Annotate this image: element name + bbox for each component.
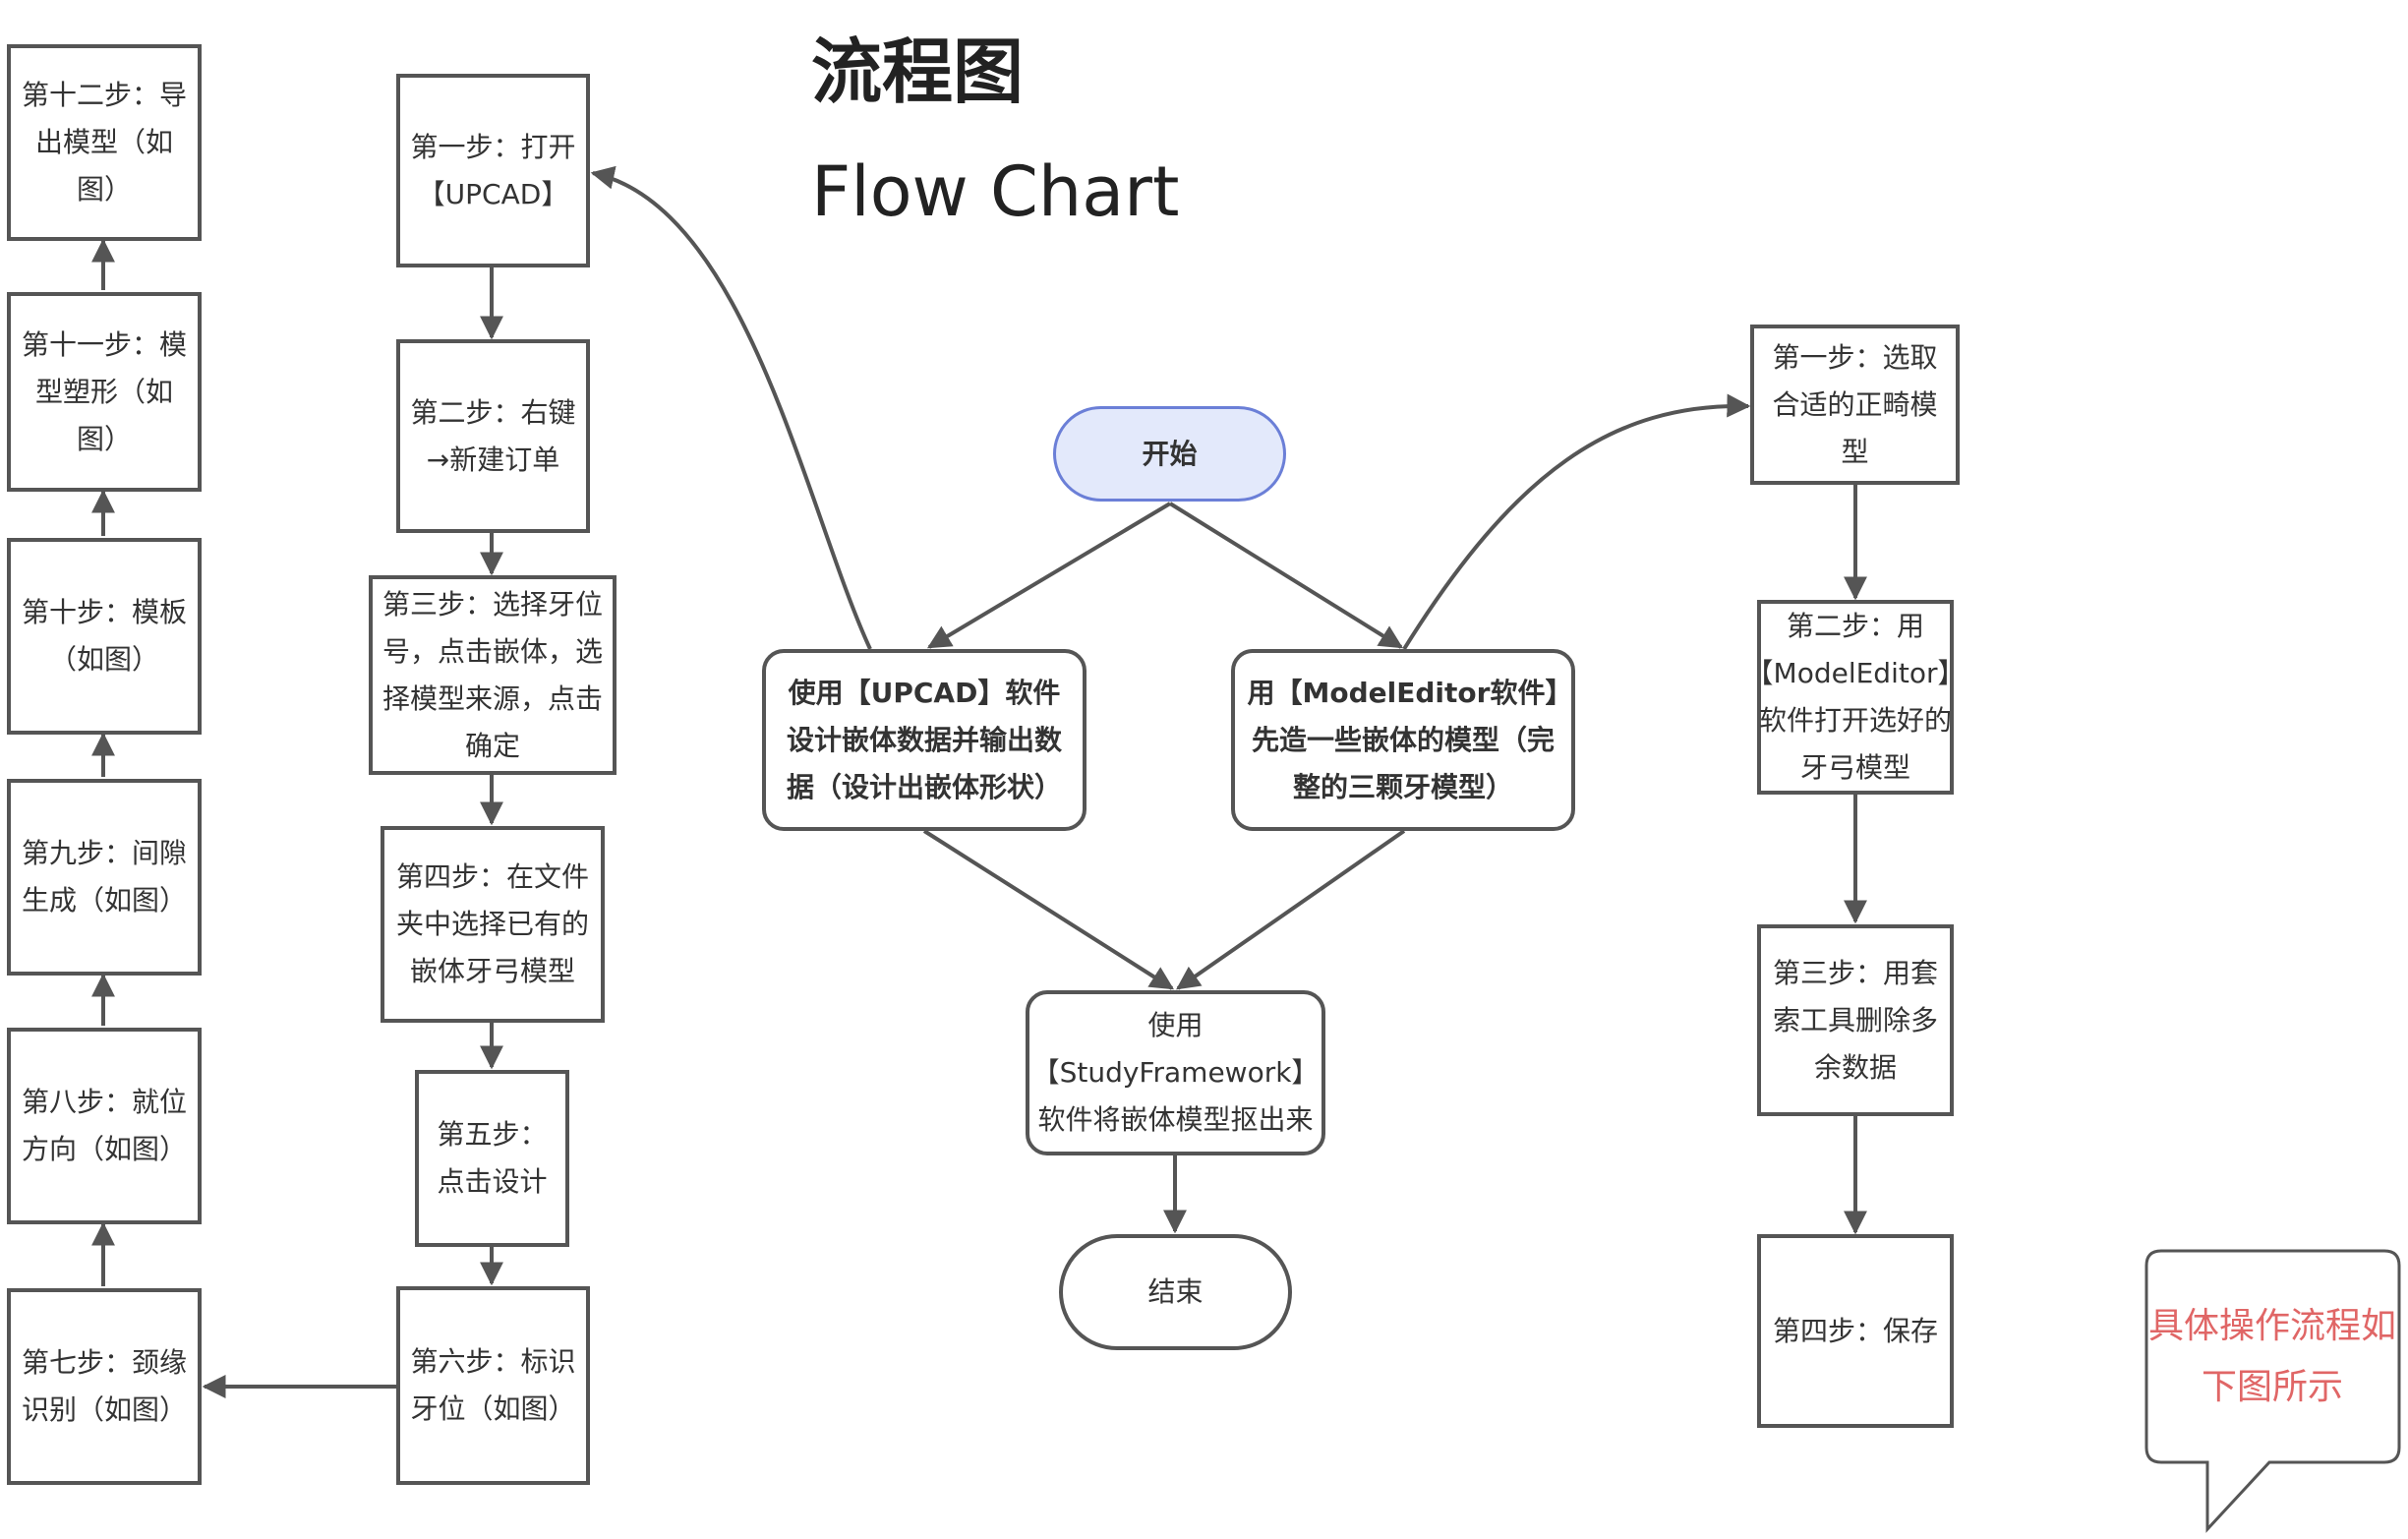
studyframework-node[interactable]: 使用【StudyFramework】软件将嵌体模型抠出来 <box>1026 990 1325 1155</box>
page-subtitle: Flow Chart <box>811 151 1180 232</box>
start-node[interactable]: 开始 <box>1053 406 1286 502</box>
me-step-2-label: 第二步：用【ModelEditor】软件打开选好的牙弓模型 <box>1745 610 1966 784</box>
upcad-step-8[interactable]: 第八步：就位方向（如图） <box>7 1028 202 1224</box>
upcad-step-9[interactable]: 第九步：间隙生成（如图） <box>7 779 202 976</box>
modeleditor-make-label: 用【ModelEditor软件】先造一些嵌体的模型（完整的三颗牙模型） <box>1247 676 1559 803</box>
upcad-step-12-label: 第十二步：导出模型（如图） <box>21 79 187 206</box>
upcad-step-4-label: 第四步：在文件夹中选择已有的嵌体牙弓模型 <box>395 860 589 987</box>
me-step-4-label: 第四步：保存 <box>1772 1314 1938 1347</box>
start-label: 开始 <box>1142 437 1198 470</box>
upcad-design-node[interactable]: 使用【UPCAD】软件设计嵌体数据并输出数据（设计出嵌体形状） <box>762 649 1087 831</box>
callout-note: 具体操作流程如下图所示 <box>2147 1306 2396 1407</box>
upcad-step-11-label: 第十一步：模型塑形（如图） <box>21 327 187 455</box>
studyframework-label: 使用【StudyFramework】软件将嵌体模型抠出来 <box>1031 1009 1320 1136</box>
edge-upcad-to-step1 <box>590 165 872 650</box>
upcad-step-12[interactable]: 第十二步：导出模型（如图） <box>7 44 202 241</box>
me-step-2[interactable]: 第二步：用【ModelEditor】软件打开选好的牙弓模型 <box>1746 600 1965 795</box>
upcad-step-9-label: 第九步：间隙生成（如图） <box>21 837 187 917</box>
upcad-step-1-label: 第一步：打开【UPCAD】 <box>410 130 576 210</box>
upcad-step-3-label: 第三步：选择牙位号，点击嵌体，选择模型来源，点击确定 <box>382 587 604 762</box>
edge-upcad-studyframework <box>922 829 1175 990</box>
upcad-step-5-label: 第五步：点击设计 <box>437 1118 548 1198</box>
upcad-step-10[interactable]: 第十步：模板（如图） <box>7 538 202 735</box>
upcad-step-5[interactable]: 第五步：点击设计 <box>415 1070 569 1247</box>
page-title: 流程图 <box>811 30 1025 113</box>
upcad-step-3[interactable]: 第三步：选择牙位号，点击嵌体，选择模型来源，点击确定 <box>369 575 617 775</box>
upcad-step-4[interactable]: 第四步：在文件夹中选择已有的嵌体牙弓模型 <box>381 826 605 1023</box>
upcad-step-1[interactable]: 第一步：打开【UPCAD】 <box>396 74 590 267</box>
modeleditor-make-node[interactable]: 用【ModelEditor软件】先造一些嵌体的模型（完整的三颗牙模型） <box>1231 649 1575 831</box>
me-step-3[interactable]: 第三步：用套索工具删除多余数据 <box>1757 924 1954 1116</box>
upcad-step-2-label: 第二步：右键→新建订单 <box>410 395 576 476</box>
edge-start-modeleditor <box>1168 502 1404 649</box>
upcad-step-6-label: 第六步：标识牙位（如图） <box>410 1345 576 1425</box>
me-step-3-label: 第三步：用套索工具删除多余数据 <box>1772 956 1938 1084</box>
end-node[interactable]: 结束 <box>1059 1234 1292 1350</box>
edge-modeleditor-studyframework <box>1176 829 1406 990</box>
upcad-step-7[interactable]: 第七步：颈缘识别（如图） <box>7 1288 202 1485</box>
end-label: 结束 <box>1147 1275 1204 1308</box>
me-step-1[interactable]: 第一步：选取合适的正畸模型 <box>1750 325 1960 485</box>
upcad-step-2[interactable]: 第二步：右键→新建订单 <box>396 339 590 533</box>
upcad-step-8-label: 第八步：就位方向（如图） <box>21 1086 187 1165</box>
me-step-4[interactable]: 第四步：保存 <box>1757 1234 1954 1428</box>
upcad-step-11[interactable]: 第十一步：模型塑形（如图） <box>7 292 202 492</box>
edge-start-upcad <box>926 502 1172 649</box>
me-step-1-label: 第一步：选取合适的正畸模型 <box>1772 340 1938 468</box>
edge-modeleditor-to-me-step1 <box>1402 393 1751 651</box>
upcad-design-label: 使用【UPCAD】软件设计嵌体数据并输出数据（设计出嵌体形状） <box>786 676 1062 803</box>
upcad-step-6[interactable]: 第六步：标识牙位（如图） <box>396 1286 590 1485</box>
upcad-step-10-label: 第十步：模板（如图） <box>21 596 187 676</box>
upcad-step-7-label: 第七步：颈缘识别（如图） <box>21 1346 187 1426</box>
